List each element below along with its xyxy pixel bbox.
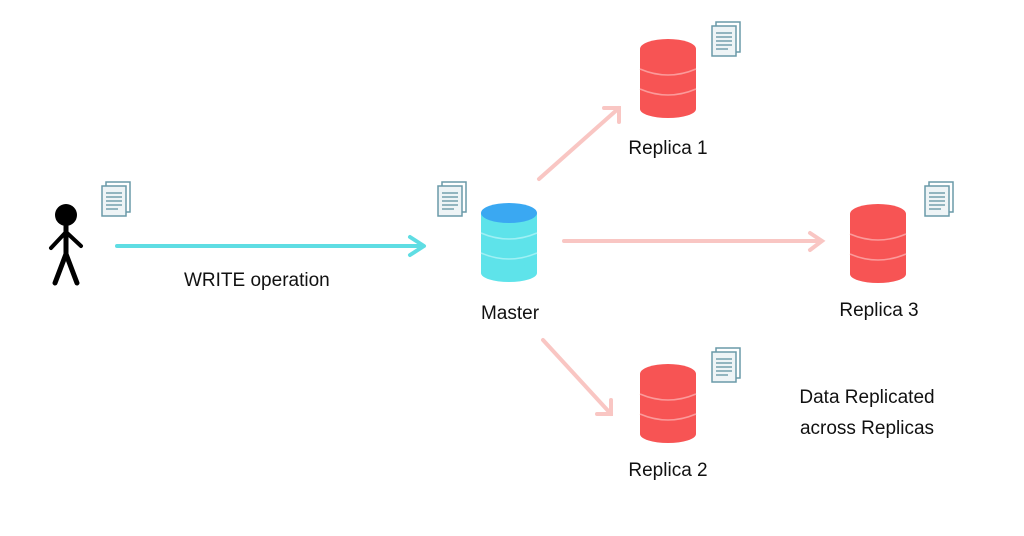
user-icon [49, 204, 83, 286]
master-label: Master [480, 303, 540, 324]
replica1-document-icon [711, 21, 741, 57]
master-database-icon [480, 203, 538, 282]
master-document-icon [437, 181, 467, 217]
replica2-database-icon [639, 364, 697, 443]
replication-note-line2: across Replicas [799, 418, 935, 439]
replica1-database-icon [639, 39, 697, 118]
replica3-document-icon [924, 181, 954, 217]
replication-arrow-replica2 [541, 338, 613, 416]
replica1-label: Replica 1 [628, 138, 708, 159]
replica2-label: Replica 2 [628, 460, 708, 481]
user-document-icon [101, 181, 131, 217]
write-arrow [115, 235, 426, 257]
replication-note-line1: Data Replicated [799, 387, 935, 408]
replica2-document-icon [711, 347, 741, 383]
write-operation-label: WRITE operation [184, 270, 330, 291]
replication-arrow-replica3 [562, 231, 826, 252]
replica3-database-icon [849, 204, 907, 283]
replication-arrow-replica1 [537, 106, 621, 181]
replica3-label: Replica 3 [839, 300, 919, 321]
replication-note: Data Replicated across Replicas [799, 382, 934, 444]
